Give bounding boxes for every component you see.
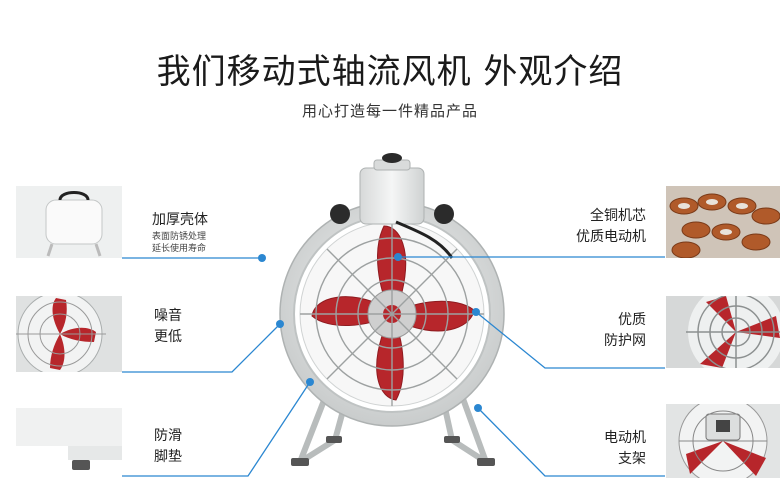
feature-anti-slip-line1: 防滑 (154, 428, 182, 444)
page-subtitle: 用心打造每一件精品产品 (301, 102, 478, 120)
feature-bracket-line1: 电动机 (604, 430, 646, 446)
thumb-bracket (666, 404, 780, 478)
feature-shell-note1: 表面防锈处理 (152, 232, 207, 242)
connector-lines (122, 256, 665, 477)
feature-shell: 加厚壳体 表面防锈处理 延长使用寿命 (152, 210, 208, 255)
connector-dots (258, 253, 482, 412)
motor-housing (330, 153, 454, 259)
feature-anti-slip: 防滑 脚垫 (154, 426, 182, 468)
feature-guard-line2: 防护网 (604, 333, 646, 349)
feature-motor: 全铜机芯 优质电动机 (560, 206, 646, 248)
feature-low-noise-line2: 更低 (154, 329, 182, 345)
feature-low-noise-line1: 噪音 (154, 308, 182, 324)
anti-slip-feet (291, 436, 495, 466)
thumb-guard (666, 296, 780, 368)
feature-bracket-line2: 支架 (618, 451, 646, 467)
thumb-shell (16, 186, 122, 258)
feature-shell-title: 加厚壳体 (152, 212, 208, 228)
protective-guard (300, 222, 484, 406)
feature-guard: 优质 防护网 (560, 310, 646, 352)
feature-bracket: 电动机 支架 (560, 428, 646, 470)
thumb-low-noise (16, 296, 122, 372)
thumb-copper-motor (666, 186, 780, 258)
page-title: 我们移动式轴流风机 外观介绍 (156, 52, 624, 92)
feature-motor-line2: 优质电动机 (576, 229, 646, 245)
feature-shell-note2: 延长使用寿命 (152, 244, 207, 254)
thumb-anti-slip (16, 404, 122, 476)
feature-guard-line1: 优质 (618, 312, 646, 328)
feature-low-noise: 噪音 更低 (154, 306, 182, 348)
feature-motor-line1: 全铜机芯 (590, 208, 646, 224)
feature-anti-slip-line2: 脚垫 (154, 449, 182, 465)
